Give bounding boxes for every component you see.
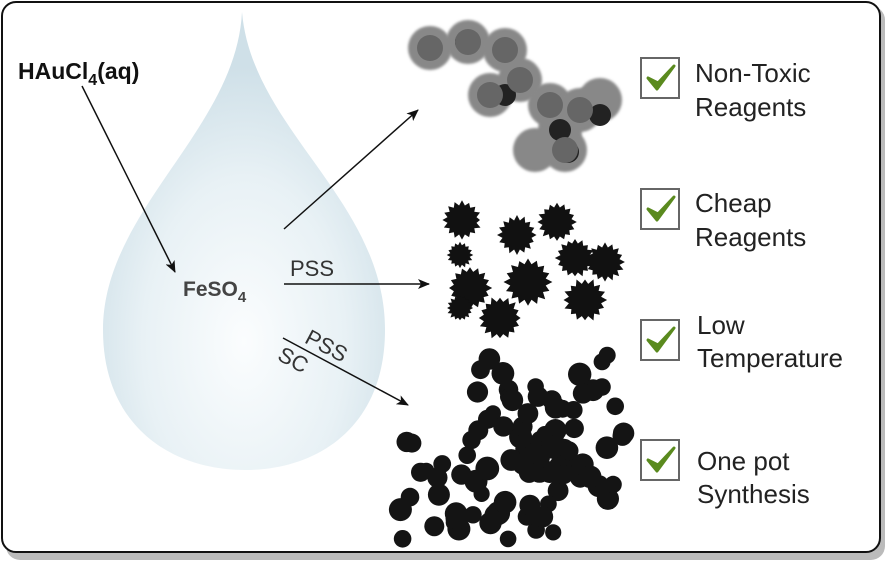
nanoparticle xyxy=(493,490,517,514)
benefit-low-temperature: Low Temperature xyxy=(640,310,843,373)
benefit-line1: Non-Toxic xyxy=(695,58,811,88)
arrow-precursor-to-reductant xyxy=(81,85,176,273)
nanoparticle xyxy=(552,137,578,163)
nanoparticle xyxy=(507,67,533,93)
nanoparticle xyxy=(475,456,500,481)
nanoparticle xyxy=(477,82,503,108)
nanoparticle xyxy=(559,441,579,461)
nanoparticle xyxy=(589,104,611,126)
nanoparticle xyxy=(458,446,477,465)
nanoparticle xyxy=(424,516,445,537)
nanoparticle xyxy=(499,530,517,548)
benefit-one-pot: One pot Synthesis xyxy=(640,439,810,509)
checkmark-icon xyxy=(646,64,676,91)
nanoparticle xyxy=(478,409,498,429)
nanoparticle xyxy=(564,418,584,439)
nanoparticle xyxy=(478,348,501,370)
nanoparticle xyxy=(598,346,616,364)
nanoparticle xyxy=(427,483,450,506)
nanoparticle xyxy=(612,426,633,446)
nanoparticle xyxy=(595,436,619,460)
nanoparticle xyxy=(564,401,583,419)
nanoparticle xyxy=(568,362,592,386)
nanoparticle xyxy=(586,242,625,282)
nanoparticle xyxy=(563,279,608,321)
nanoparticle xyxy=(402,433,422,453)
nanoparticle xyxy=(479,511,502,535)
nanoparticle xyxy=(442,200,481,240)
nanoparticle xyxy=(572,383,594,404)
arrow-to-fuzzy-particles xyxy=(283,109,419,230)
nanoparticle xyxy=(606,397,624,416)
nanoparticle xyxy=(545,524,562,541)
checkmark-icon xyxy=(646,446,676,473)
nanoparticle xyxy=(466,381,489,403)
nanoparticle xyxy=(517,403,539,424)
arrow-to-spherical-particles xyxy=(282,337,409,406)
nanoparticle xyxy=(578,465,602,489)
middle-arrow-label: PSS xyxy=(290,256,334,281)
spherical-nanoparticle-cluster xyxy=(388,346,635,548)
nanoparticle xyxy=(493,416,514,437)
nanoparticle xyxy=(532,506,554,528)
nanoparticle xyxy=(554,239,595,277)
nanoparticle xyxy=(547,480,569,502)
nanoparticle xyxy=(400,487,420,507)
benefit-cheap: Cheap Reagents xyxy=(640,188,806,252)
nanoparticle xyxy=(544,397,567,419)
spiky-nanoparticle-cluster xyxy=(442,200,625,339)
nanoparticle xyxy=(462,430,481,450)
nanoparticle xyxy=(447,295,474,321)
benefit-line2: Temperature xyxy=(697,343,843,373)
nanoparticle xyxy=(537,202,577,241)
benefit-line1: Cheap xyxy=(695,188,772,218)
checkmark-icon xyxy=(646,195,676,222)
nanoparticle xyxy=(567,97,593,123)
nanoparticle xyxy=(501,389,524,412)
nanoparticle xyxy=(497,215,537,255)
benefit-line1: Low xyxy=(697,310,745,340)
nanoparticle xyxy=(464,506,482,524)
reductant-label: FeSO4 xyxy=(183,278,247,306)
benefit-line1: One pot xyxy=(697,446,790,476)
nanoparticle xyxy=(518,462,540,483)
nanoparticle xyxy=(549,119,571,141)
benefit-non-toxic: Non-Toxic Reagents xyxy=(640,57,811,122)
nanoparticle xyxy=(445,506,469,530)
fuzzy-nanoparticle-cluster xyxy=(408,20,622,172)
nanoparticle xyxy=(446,241,474,269)
gold-precursor-label: HAuCl4(aq) xyxy=(18,58,139,89)
nanoparticle xyxy=(393,530,412,548)
nanoparticle xyxy=(604,475,622,494)
nanoparticle xyxy=(537,92,563,118)
nanoparticle xyxy=(503,258,553,306)
nanoparticle xyxy=(553,464,574,485)
nanoparticle xyxy=(527,386,549,407)
nanoparticle xyxy=(417,35,443,61)
nanoparticle xyxy=(478,297,521,339)
benefit-line2: Synthesis xyxy=(697,479,810,509)
nanoparticle xyxy=(433,455,452,473)
nanoparticle xyxy=(411,462,431,482)
nanoparticle xyxy=(492,37,518,63)
nanoparticle xyxy=(513,128,557,172)
checkmark-icon xyxy=(646,326,676,353)
nanoparticle xyxy=(491,362,515,385)
benefit-line2: Reagents xyxy=(695,222,806,252)
benefit-line2: Reagents xyxy=(695,92,806,122)
nanoparticle xyxy=(455,29,481,55)
